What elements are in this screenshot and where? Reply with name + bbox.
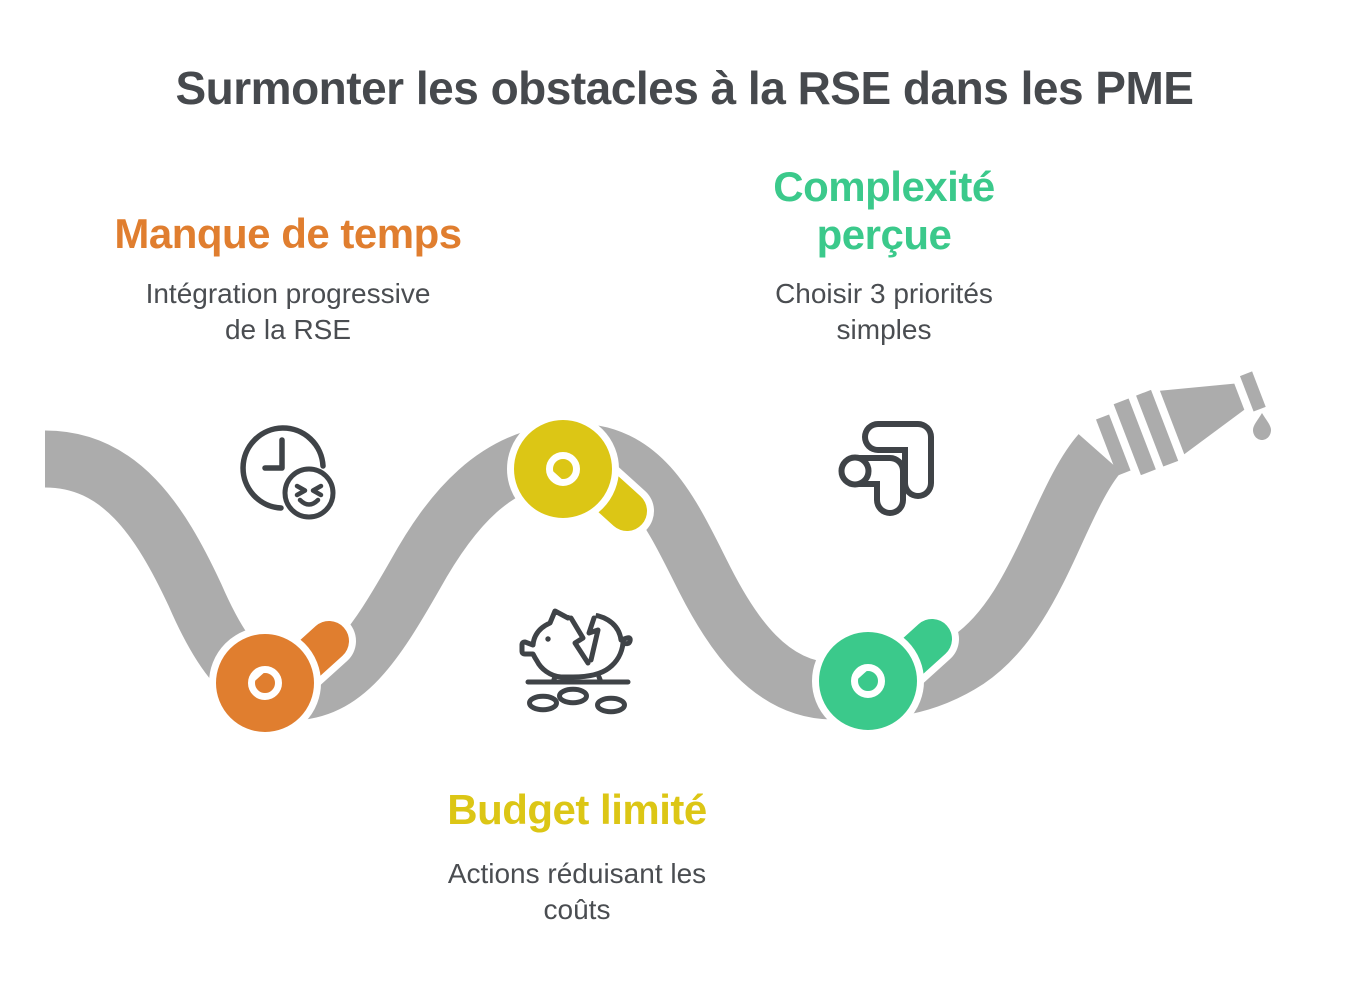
orange-knot xyxy=(232,641,329,716)
description-line: Intégration progressive xyxy=(145,278,431,309)
yellow-knot xyxy=(530,436,627,511)
heading-line: perçue xyxy=(816,211,952,258)
page-title: Surmonter les obstacles à la RSE dans le… xyxy=(175,61,1194,114)
description-line: coûts xyxy=(543,894,611,925)
description-line: de la RSE xyxy=(224,314,352,345)
obstacle-complexity: Complexité perçue Choisir 3 priorités si… xyxy=(734,163,1034,348)
obstacle-budget-heading: Budget limité xyxy=(377,786,777,834)
description-line: Actions réduisant les xyxy=(447,858,707,889)
corner-arrows-icon xyxy=(838,421,934,516)
nozzle-icon xyxy=(1095,371,1266,476)
clock-wink-icon xyxy=(240,425,336,520)
heading-line: Budget limité xyxy=(447,786,707,833)
description-line: simples xyxy=(836,314,932,345)
heading-line: Complexité xyxy=(773,163,995,210)
broken-piggy-bank-icon xyxy=(519,608,633,715)
obstacle-time: Manque de temps Intégration progressive … xyxy=(88,210,488,348)
water-drop-icon xyxy=(1253,413,1271,440)
obstacle-budget: Budget limité Actions réduisant les coût… xyxy=(377,786,777,928)
heading-line: Manque de temps xyxy=(114,210,462,257)
obstacle-complexity-heading: Complexité perçue xyxy=(734,163,1034,259)
obstacle-budget-description: Actions réduisant les coûts xyxy=(377,856,777,928)
description-line: Choisir 3 priorités xyxy=(775,278,993,309)
obstacle-complexity-description: Choisir 3 priorités simples xyxy=(734,276,1034,348)
green-knot xyxy=(835,639,932,714)
obstacle-time-description: Intégration progressive de la RSE xyxy=(88,276,488,348)
obstacle-time-heading: Manque de temps xyxy=(88,210,488,258)
